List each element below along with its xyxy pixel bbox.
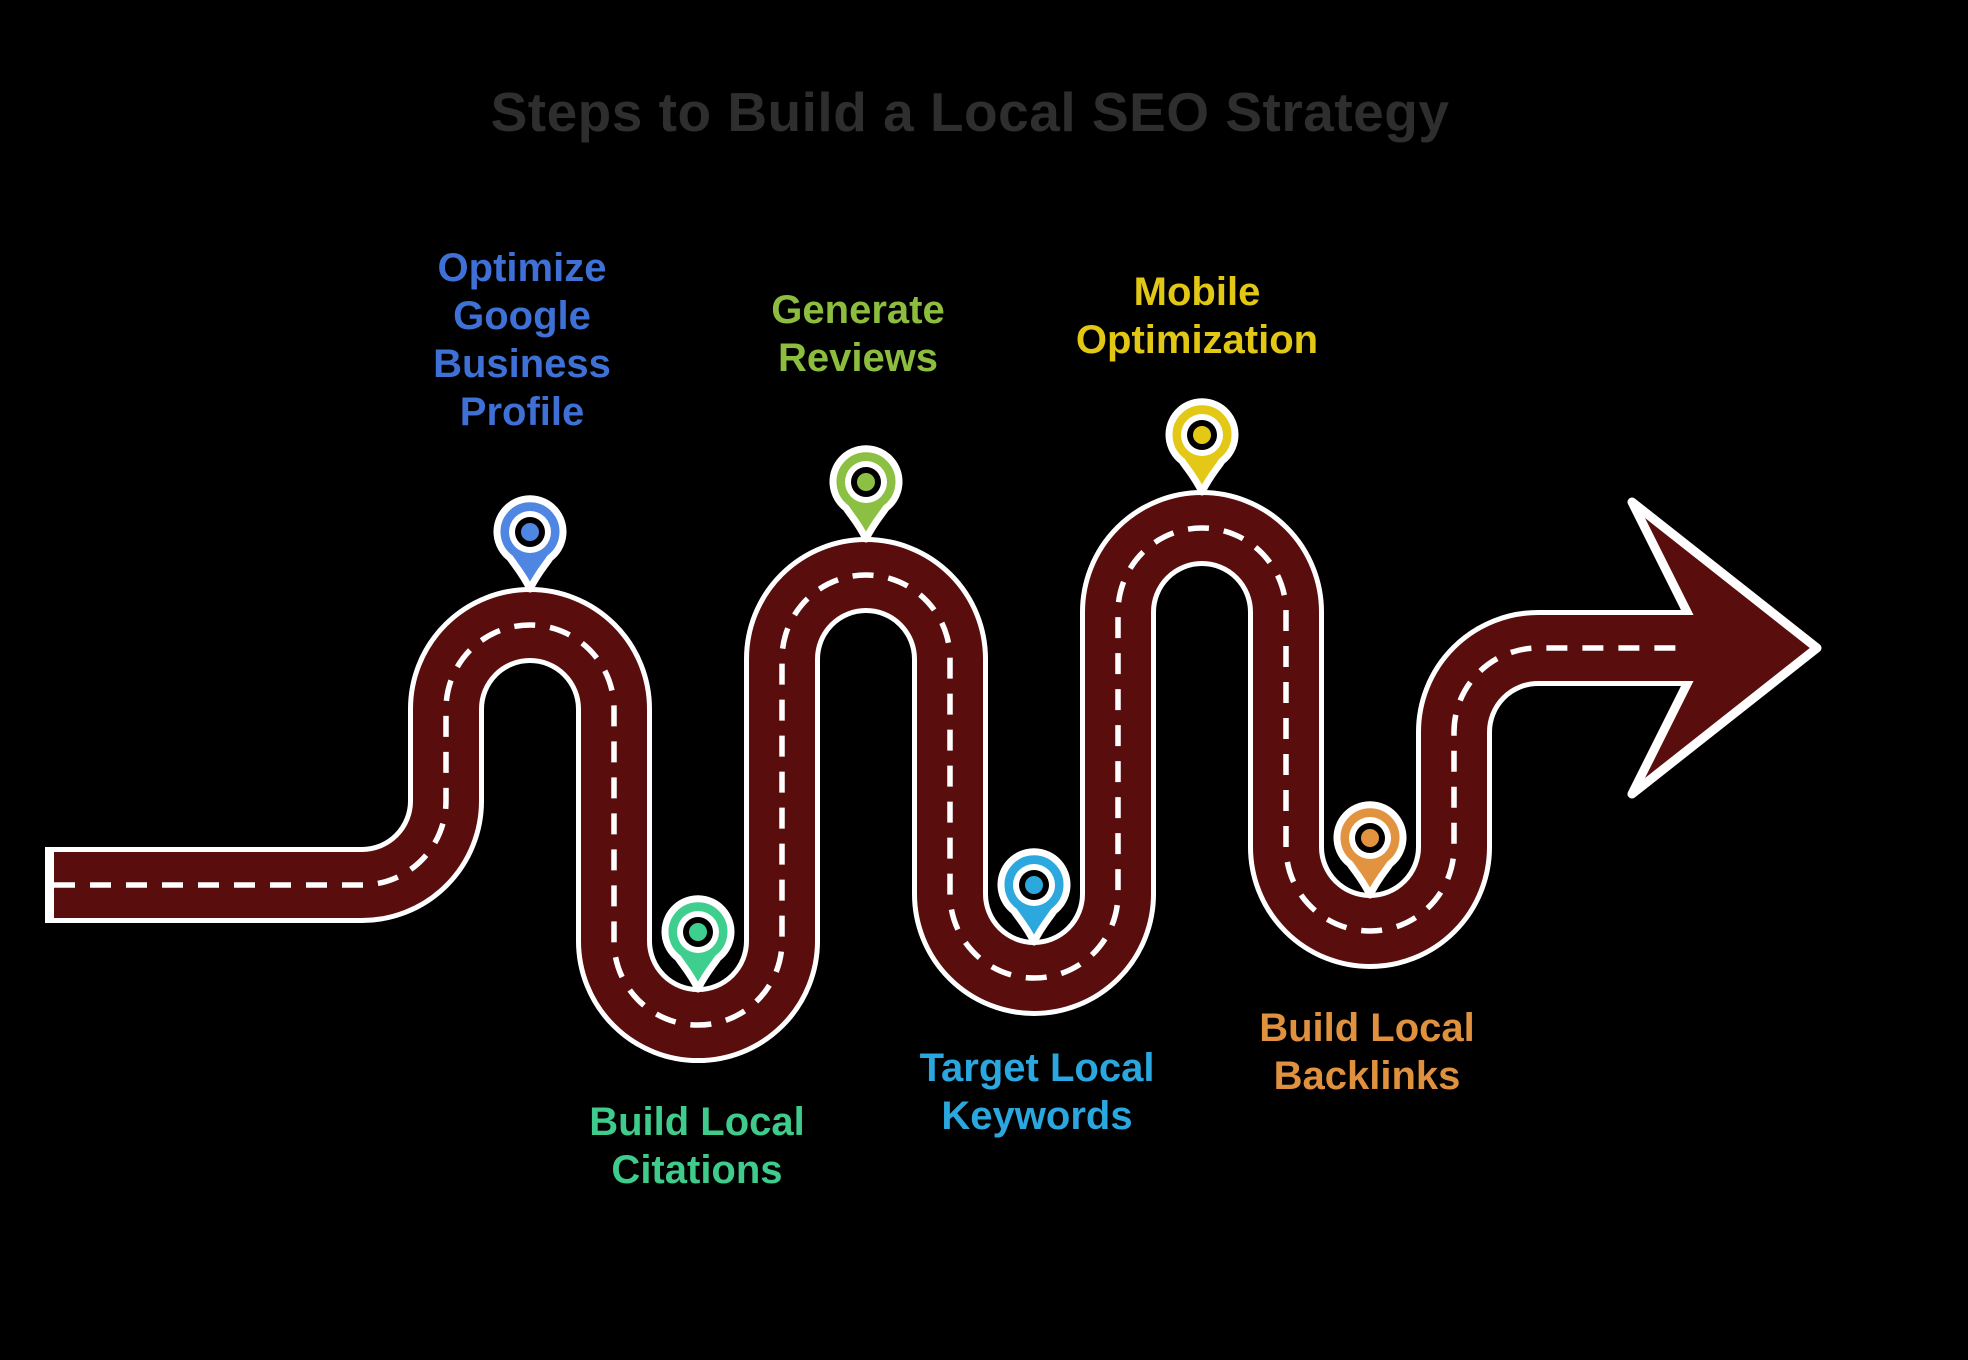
label-build-backlinks: Build Local Backlinks	[1259, 1004, 1475, 1100]
label-line: Business	[433, 342, 611, 386]
label-line: Mobile	[1133, 270, 1261, 314]
label-line: Reviews	[777, 336, 939, 380]
pin-dot	[521, 523, 539, 541]
label-line: Google	[453, 294, 591, 338]
label-generate-reviews: Generate Reviews	[771, 286, 944, 382]
label-line: Build Local	[589, 1100, 805, 1144]
label-line: Profile	[459, 390, 585, 434]
label-build-citations: Build Local Citations	[589, 1098, 805, 1194]
label-line: Build Local	[1259, 1006, 1475, 1050]
label-line: Optimize	[437, 246, 607, 290]
label-line: Optimization	[1075, 318, 1319, 362]
pin-target-keywords	[997, 848, 1071, 946]
pin-build-backlinks	[1333, 801, 1407, 899]
road-path	[54, 495, 1763, 1058]
infographic-title: Steps to Build a Local SEO Strategy	[490, 81, 1450, 143]
label-line: Backlinks	[1273, 1054, 1461, 1098]
pin-generate-reviews	[829, 445, 903, 543]
pin-dot	[857, 473, 875, 491]
pin-dot	[1025, 876, 1043, 894]
label-line: Target Local	[919, 1046, 1155, 1090]
label-mobile-optimization: Mobile Optimization	[1076, 268, 1318, 364]
pin-dot	[689, 923, 707, 941]
pin-mobile-optimization	[1165, 398, 1239, 496]
pin-dot	[1193, 426, 1211, 444]
pin-optimize-gbp	[493, 495, 567, 593]
pin-dot	[1361, 829, 1379, 847]
label-optimize-gbp: Optimize Google Business Profile	[433, 244, 611, 436]
label-target-keywords: Target Local Keywords	[920, 1044, 1155, 1140]
label-line: Keywords	[941, 1094, 1133, 1138]
road-centerline	[54, 525, 1690, 1028]
pin-build-citations	[661, 895, 735, 993]
label-line: Generate	[771, 288, 945, 332]
label-line: Citations	[611, 1148, 783, 1192]
